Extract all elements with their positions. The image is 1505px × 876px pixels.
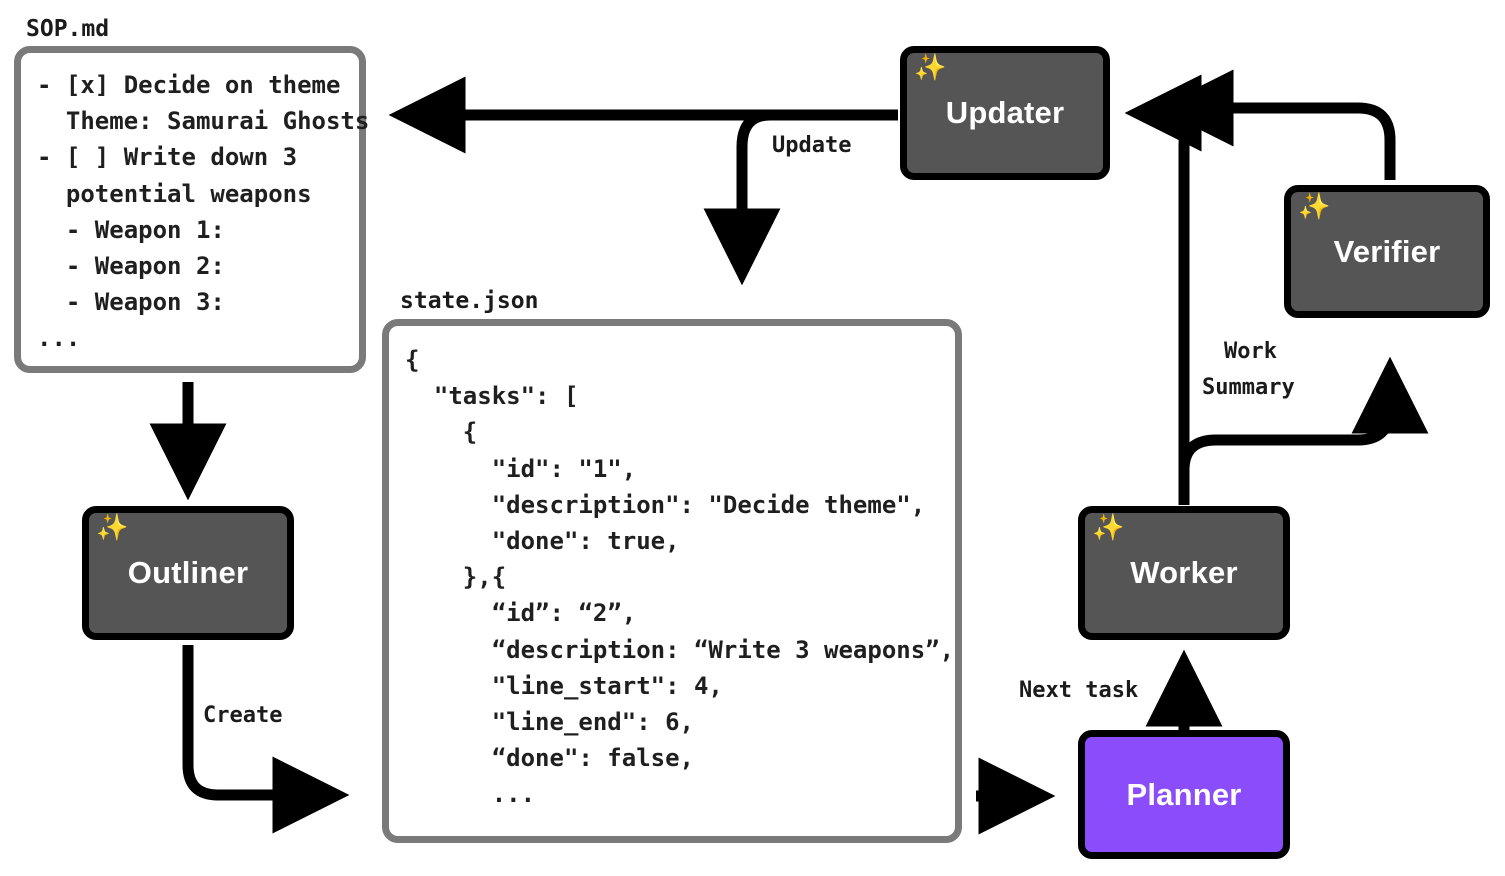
node-updater[interactable]: ✨ Updater	[900, 46, 1110, 180]
edge-verifier-to-updater	[1156, 69, 1396, 180]
state-document-box[interactable]: { "tasks": [ { "id": "1", "description":…	[382, 319, 962, 843]
node-planner[interactable]: Planner	[1078, 730, 1290, 859]
edge-label-work: Work	[1224, 339, 1277, 364]
sparkles-icon: ✨	[96, 513, 129, 543]
edge-label-next-task: Next task	[1019, 678, 1139, 703]
node-outliner[interactable]: ✨ Outliner	[82, 506, 294, 640]
node-worker[interactable]: ✨ Worker	[1078, 506, 1290, 640]
node-worker-label: Worker	[1130, 555, 1238, 590]
state-file-label: state.json	[400, 288, 539, 314]
node-updater-label: Updater	[945, 95, 1065, 130]
state-document-body: { "tasks": [ { "id": "1", "description":…	[405, 346, 955, 809]
edge-label-create: Create	[203, 703, 283, 728]
edge-worker-to-updater	[1140, 107, 1217, 505]
edge-label-update: Update	[772, 133, 852, 158]
sparkles-icon: ✨	[1298, 192, 1331, 222]
edge-updater-to-state	[703, 109, 781, 286]
node-verifier[interactable]: ✨ Verifier	[1284, 185, 1490, 318]
sparkles-icon: ✨	[914, 53, 947, 83]
sop-document-body: - [x] Decide on theme Theme: Samurai Gho…	[37, 71, 370, 353]
sparkles-icon: ✨	[1092, 513, 1125, 543]
sop-document-box[interactable]: - [x] Decide on theme Theme: Samurai Gho…	[14, 46, 370, 373]
node-verifier-label: Verifier	[1333, 233, 1441, 269]
sop-file-label: SOP.md	[26, 16, 110, 42]
node-planner-label: Planner	[1126, 776, 1242, 812]
node-outliner-label: Outliner	[127, 555, 249, 590]
edge-label-summary: Summary	[1202, 375, 1295, 400]
